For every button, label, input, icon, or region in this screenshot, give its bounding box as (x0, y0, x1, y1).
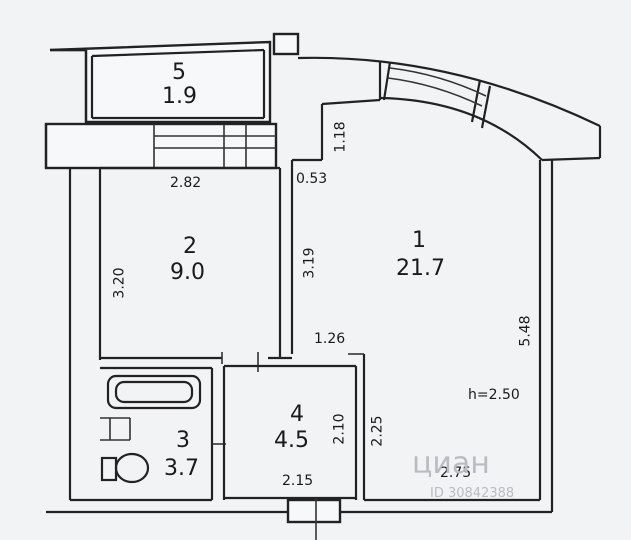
cian-watermark-logo: циан (412, 446, 490, 481)
dimension-2-15: 2.15 (282, 473, 314, 489)
dimension-2-75: 2.75 (440, 465, 472, 481)
wall-band (44, 122, 278, 170)
room-2-area: 9.0 (170, 260, 205, 285)
room-1-number: 1 (412, 228, 426, 253)
room-2-number: 2 (183, 234, 197, 259)
ceiling-height-label: h=2.50 (468, 387, 520, 403)
dimension-5-48: 5.48 (517, 315, 534, 347)
dimension-2-82: 2.82 (170, 175, 202, 191)
room-3-number: 3 (176, 428, 190, 453)
entrance-threshold (286, 498, 342, 524)
dimension-3-19: 3.19 (301, 247, 318, 279)
toilet-shape (114, 452, 150, 484)
room-5-area: 1.9 (162, 84, 197, 109)
dimension-0-53: 0.53 (296, 171, 328, 187)
bathtub-shape (106, 374, 202, 410)
room-1-area: 21.7 (396, 256, 445, 281)
cian-watermark-id: ID 30842388 (430, 486, 515, 501)
room-5-number: 5 (172, 60, 186, 85)
room-4-number: 4 (290, 402, 304, 427)
dimension-1-26: 1.26 (314, 331, 346, 347)
dimension-3-20: 3.20 (111, 267, 128, 299)
toilet-tank (100, 456, 118, 482)
column-top (272, 32, 300, 56)
room-4-area: 4.5 (274, 428, 309, 453)
dimension-2-25: 2.25 (369, 415, 386, 447)
dimension-2-10: 2.10 (331, 413, 348, 445)
room-3-area: 3.7 (164, 456, 199, 481)
dimension-1-18: 1.18 (332, 121, 349, 153)
